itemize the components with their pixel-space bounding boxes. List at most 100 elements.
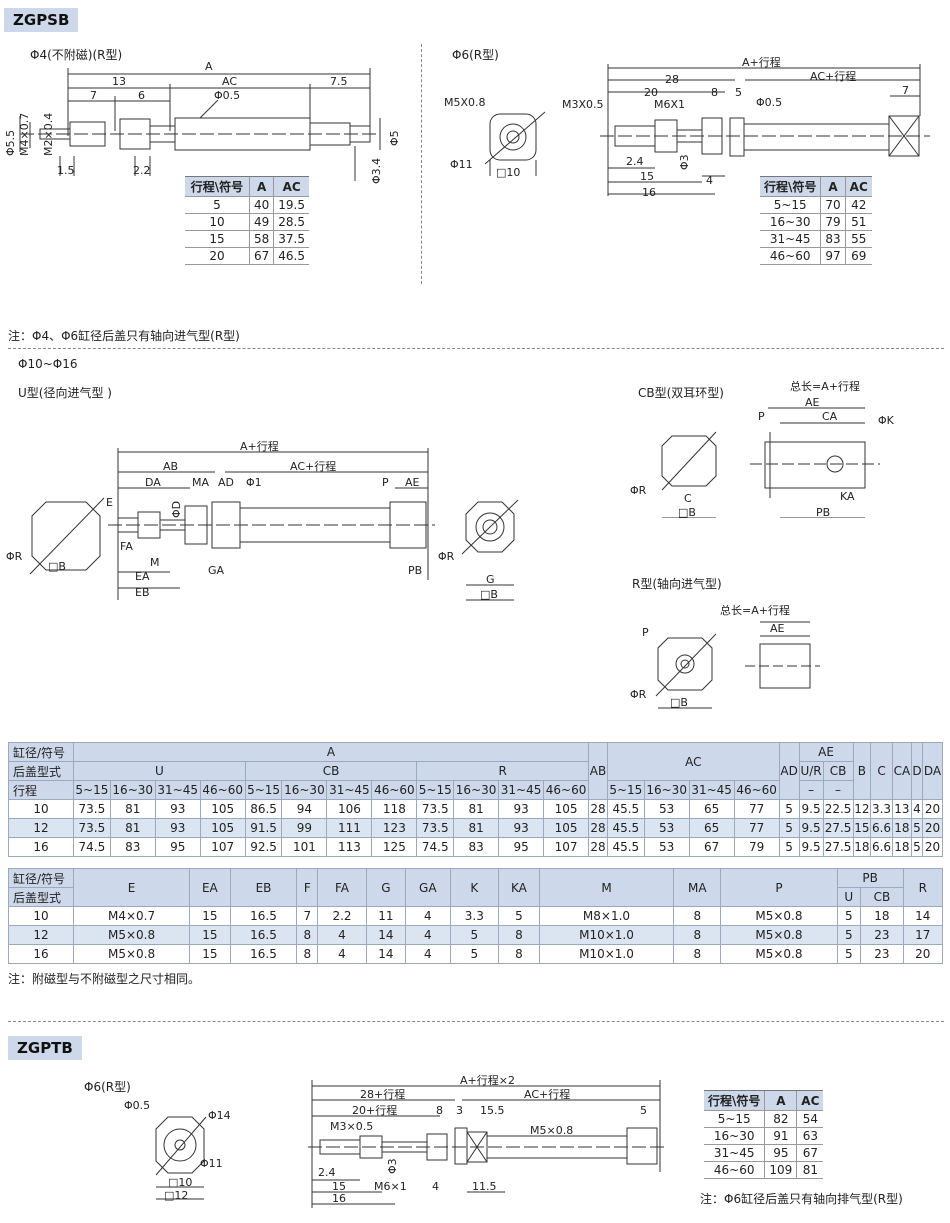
zgptb-dim-5: 5 <box>640 1104 647 1117</box>
u-dim-phi1: Φ1 <box>246 476 262 489</box>
cell: 10 <box>8 906 74 926</box>
cell: M5×0.8 <box>720 925 838 945</box>
cell: 81 <box>453 818 500 838</box>
phi6-dim-phi11: Φ11 <box>450 158 473 171</box>
cell: 6.6 <box>870 837 893 857</box>
cell: 16.5 <box>229 944 298 964</box>
stroke-header: 31~45 <box>326 780 373 800</box>
ac-stroke-header: 46~60 <box>733 780 780 800</box>
r-dim-AE: AE <box>770 622 785 635</box>
u-dim-PB: PB <box>408 564 422 577</box>
section-badge-zgpsb: ZGPSB <box>4 8 79 32</box>
zgptb-dim-m3: M3×0.5 <box>330 1120 373 1133</box>
th: 行程\符号 <box>185 176 250 197</box>
cell: 10 <box>8 799 74 819</box>
cell: M5×0.8 <box>72 925 191 945</box>
phi6-dim-phi3: Φ3 <box>678 154 691 170</box>
u-dim-FA: FA <box>120 540 133 553</box>
r-type-drawing: 总长=A+行程 AE P ΦR □B <box>630 603 820 709</box>
th: 缸径/符号 <box>8 742 74 762</box>
zgptb-dim-sq10: □10 <box>168 1176 192 1189</box>
zgptb-dim-sq12: □12 <box>164 1189 188 1202</box>
cell: 22.5 <box>822 799 854 819</box>
u-dim-G: G <box>486 573 495 586</box>
u-dim-AE: AE <box>405 476 420 489</box>
cell: 95 <box>498 837 545 857</box>
th: U <box>836 887 862 907</box>
cell: 5 <box>498 906 540 926</box>
cell: 5 <box>778 837 800 857</box>
cell: 81 <box>453 799 500 819</box>
cell: 37.5 <box>273 230 309 248</box>
phi4-dim-75: 7.5 <box>330 75 348 88</box>
u-type-drawing: A+行程 AB AC+行程 DA MA AD Φ1 P AE E ΦD FA M… <box>6 440 519 601</box>
bore-range-label: Φ10~Φ16 <box>18 357 78 371</box>
phi6-dim-5: 5 <box>735 86 742 99</box>
cell: 2.2 <box>317 906 367 926</box>
th: CA <box>891 742 912 800</box>
cb-type-drawing: 总长=A+行程 AE CA P ΦK ΦR C □B KA PB <box>630 379 895 518</box>
cell: 15 <box>189 925 231 945</box>
cell: M10×1.0 <box>538 925 675 945</box>
cell: 45.5 <box>606 837 645 857</box>
cb-dim-sqB: □B <box>678 506 696 518</box>
cb-dim-P: P <box>758 410 765 423</box>
phi6-drawing: M5X0.8 Φ11 □10 A+行程 28 AC+行程 20 8 5 Φ0.5… <box>444 56 930 199</box>
th: GA <box>404 868 451 907</box>
cell: 53 <box>643 799 690 819</box>
cell: 125 <box>371 837 418 857</box>
stroke-header: 31~45 <box>498 780 545 800</box>
stroke-header: 46~60 <box>371 780 418 800</box>
th: AC <box>844 176 872 197</box>
cell: 65 <box>688 818 735 838</box>
cell: 8 <box>673 906 722 926</box>
cell: 51 <box>844 213 872 231</box>
cell: 81 <box>796 1161 824 1179</box>
cell: 54 <box>796 1110 824 1128</box>
cell: 55 <box>844 230 872 248</box>
th: A <box>248 176 274 197</box>
cell: 5~15 <box>704 1110 765 1128</box>
cell: 81 <box>109 818 156 838</box>
cell: 74.5 <box>416 837 455 857</box>
zgptb-dim-155: 15.5 <box>480 1104 505 1117</box>
cell: 16.5 <box>229 906 298 926</box>
stroke-header: 5~15 <box>416 780 455 800</box>
cell: 5 <box>185 196 250 214</box>
cell: 6.6 <box>870 818 893 838</box>
cell: 16~30 <box>704 1127 765 1145</box>
cell: 5 <box>910 837 924 857</box>
cell: 12 <box>8 818 74 838</box>
th: AE <box>798 742 854 762</box>
cell: 45.5 <box>606 818 645 838</box>
th: MA <box>673 868 722 907</box>
th: 行程 <box>8 780 74 800</box>
zgptb-dim-15: 15 <box>332 1180 346 1193</box>
cell: 10 <box>185 213 250 231</box>
zgptb-title: Φ6(R型) <box>84 1080 131 1094</box>
phi6-dim-AC: AC+行程 <box>810 70 856 83</box>
th: AB <box>588 742 608 800</box>
stroke-header: 46~60 <box>199 780 246 800</box>
u-dim-phiR: ΦR <box>6 550 23 563</box>
cb-dim-CA: CA <box>822 410 838 423</box>
th: R <box>416 761 590 781</box>
cell: 4 <box>404 944 451 964</box>
ac-stroke-header: 5~15 <box>606 780 645 800</box>
th: R <box>902 868 944 907</box>
cell: 111 <box>326 818 373 838</box>
cb-type-title: CB型(双耳环型) <box>638 386 724 400</box>
u-dim-phiR2: ΦR <box>438 550 455 563</box>
cell: 31~45 <box>704 1144 765 1162</box>
cell: 16 <box>8 944 74 964</box>
cell: 79 <box>733 837 780 857</box>
cell: 9.5 <box>798 837 824 857</box>
cell: 12 <box>852 799 872 819</box>
zgptb-dim-28: 28+行程 <box>360 1088 405 1101</box>
cell: 107 <box>199 837 246 857</box>
cell: 20 <box>902 944 944 964</box>
cell: 74.5 <box>73 837 111 857</box>
u-dim-A: A+行程 <box>240 440 279 453</box>
